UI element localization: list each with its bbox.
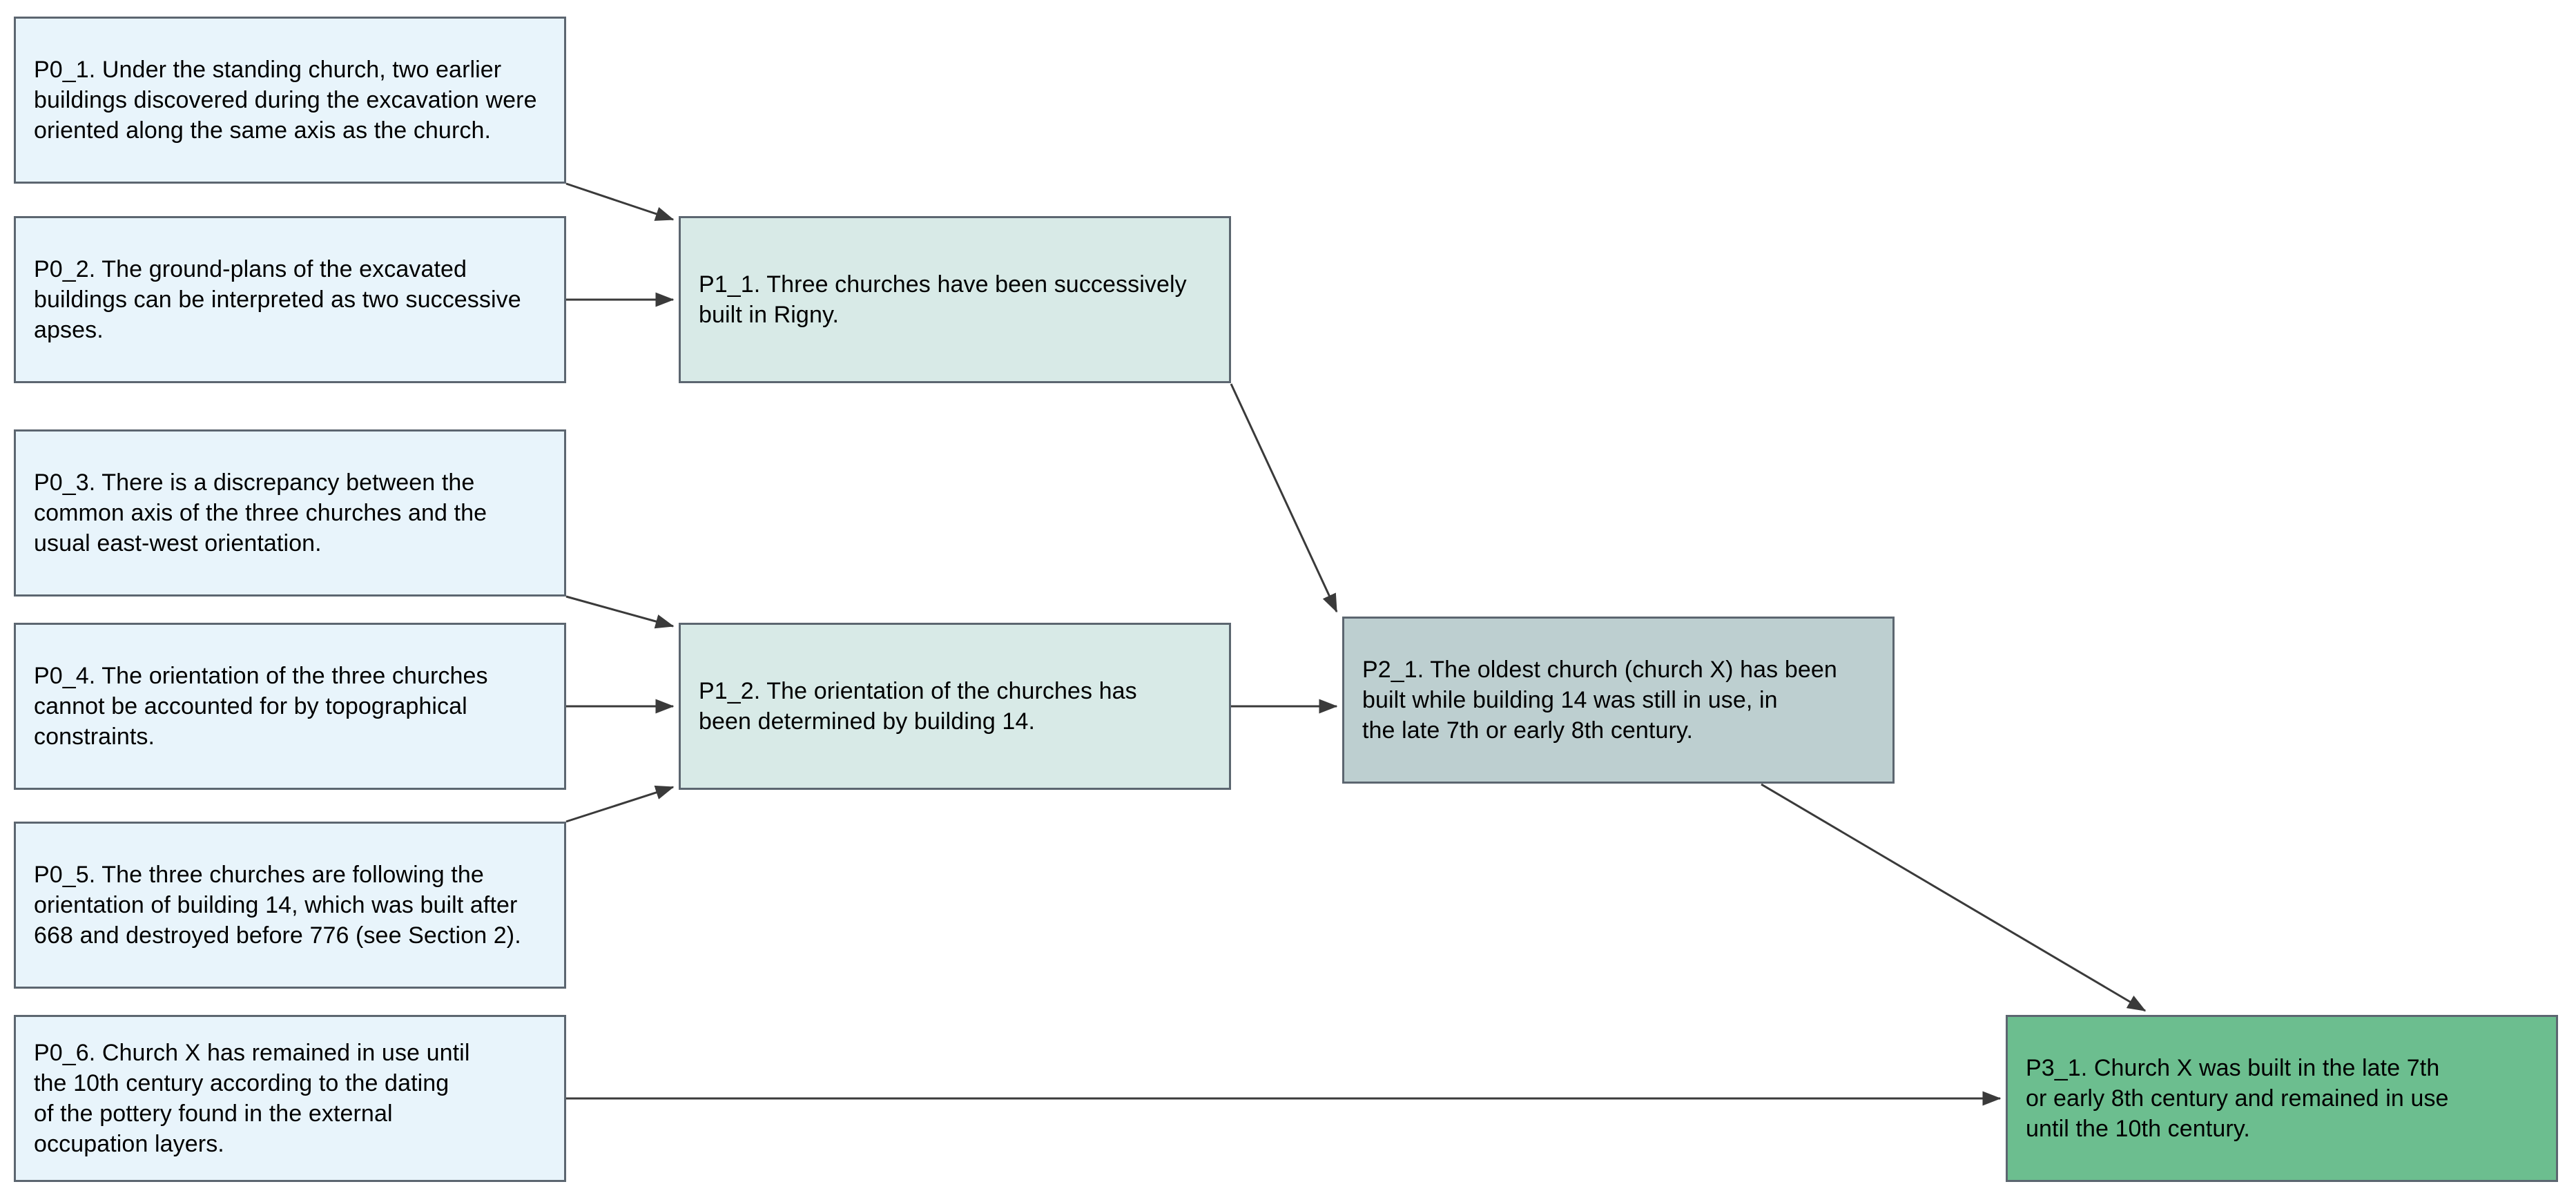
- edge-p0_5-to-p1_2: [565, 785, 675, 823]
- node-label: P0_6. Church X has remained in use until…: [34, 1039, 470, 1158]
- edge-p0_1-to-p1_1: [565, 182, 675, 221]
- node-label: P0_3. There is a discrepancy between the…: [34, 469, 487, 557]
- node-label: P0_2. The ground-plans of the excavated …: [34, 255, 521, 344]
- node-label: P3_1. Church X was built in the late 7th…: [2026, 1054, 2449, 1143]
- node-label: P2_1. The oldest church (church X) has b…: [1362, 656, 1837, 744]
- node-p0_3[interactable]: P0_3. There is a discrepancy between the…: [14, 429, 566, 597]
- node-p1_1[interactable]: P1_1. Three churches have been successiv…: [679, 216, 1231, 383]
- node-p0_4[interactable]: P0_4. The orientation of the three churc…: [14, 623, 566, 790]
- edge-p1_1-to-p2_1: [1230, 383, 1338, 613]
- edge-p0_3-to-p1_2: [565, 595, 675, 629]
- node-label: P1_1. Three churches have been successiv…: [699, 271, 1187, 328]
- node-p0_6[interactable]: P0_6. Church X has remained in use until…: [14, 1015, 566, 1182]
- node-label: P1_2. The orientation of the churches ha…: [699, 677, 1137, 735]
- edge-p2_1-to-p3_1: [1761, 783, 2147, 1012]
- node-p0_5[interactable]: P0_5. The three churches are following t…: [14, 822, 566, 989]
- node-p2_1[interactable]: P2_1. The oldest church (church X) has b…: [1342, 617, 1895, 784]
- node-label: P0_4. The orientation of the three churc…: [34, 662, 488, 750]
- node-p3_1[interactable]: P3_1. Church X was built in the late 7th…: [2006, 1015, 2558, 1182]
- node-label: P0_1. Under the standing church, two ear…: [34, 56, 537, 144]
- node-p1_2[interactable]: P1_2. The orientation of the churches ha…: [679, 623, 1231, 790]
- node-p0_1[interactable]: P0_1. Under the standing church, two ear…: [14, 17, 566, 184]
- node-label: P0_5. The three churches are following t…: [34, 861, 521, 949]
- node-p0_2[interactable]: P0_2. The ground-plans of the excavated …: [14, 216, 566, 383]
